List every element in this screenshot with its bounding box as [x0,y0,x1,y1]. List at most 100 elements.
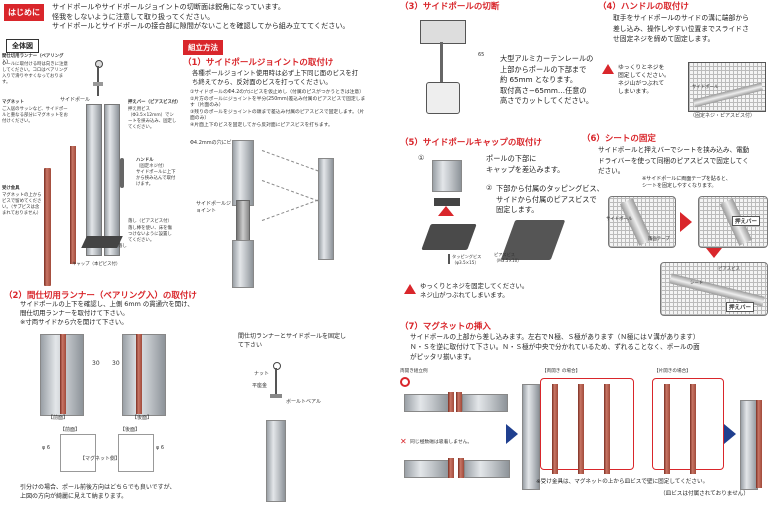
s2-phi-1: φ 6 [42,445,51,451]
s6-note-2: シートを固定しやすくなります。 [642,183,717,189]
s4-note-3: ネジ山がつぶれて [618,81,665,87]
s4-line-2: 差し込み、操作しやすい位置までスライドさ [613,24,749,33]
s2-section-back [118,434,154,472]
overview-side-pole-right [104,104,120,256]
s7-line-2: Ｎ・Ｓを逆に取付けて下さい。Ｎ・Ｓ極が中央で分かれているため、ずれることなく、ポ… [410,343,700,351]
s3-dim: 65 [478,52,485,58]
s4-note-1: ゆっくりとネジを [618,65,665,71]
s7-ok-icon [400,377,410,387]
s2-note: 引分けの場合、ポール前後方向はどちらでも良いですが、 上図の方向が綺麗に見えて納… [20,484,250,501]
s2-phi-2: φ 6 [156,445,165,451]
s7-title: （7）マグネットの挿入 [400,322,491,332]
overview-side-pole-left [86,104,102,256]
s5-step1-no: ① [418,154,425,162]
s4-note-2: 固定してください。 [618,73,670,79]
s1-screw-marks [261,150,352,260]
intro-tag: はじめに [4,4,44,21]
s5-title: （5）サイドポールキャップの取付け [400,138,542,148]
s7-note: ※受け金具は、マグネットの上から皿ビスで壁に固定してください。 [536,479,709,485]
s7-magnet-r1 [664,384,670,474]
s2-front-label-2: 【前面】 [60,427,81,433]
s7-note-2: （皿ビスは付属されておりません） [660,491,749,497]
intro-line-3: サイドポールとサイドポールの接合部に隙間がないことを確認してから組み立ててくださ… [52,21,350,31]
magnet-bar [70,146,76,264]
s3-line-2: 上部からポールの下部まで [500,64,587,74]
s1-lead: 各種ポールジョイント使用時は必ず上下同じ面のビスを打ち終えてから、反対面のビスを… [192,69,359,86]
s5-tap-label: タッピングビス（φ3.5×15） [452,254,482,265]
receiver-bar [44,168,51,286]
intro-line-2: 怪我をしないように注意して取り扱ってください。 [52,11,215,21]
assembly-tag: 組立方法 [183,40,223,55]
s7-arrow-icon [506,424,518,444]
push-bar-label: 押えバー（ピアスビス付） [128,100,181,105]
s1-pole-right [318,158,334,260]
side-pole-label: サイドポール [60,97,91,103]
s6-note-1: ※サイドポールに両面テープを貼ると、 [642,176,731,182]
s6-line-2: ドライバーを使って同梱のピアスビスで固定してく [598,156,749,165]
s7-magnet-l3 [604,384,610,474]
s2-back-label-2: 【後面】 [120,427,141,433]
fall-stop-label: 落し（ピアスビス付） [128,219,172,224]
runner-note: レールに取付ける時は向きに注意してください。コロはベアリング入りで滑りやすくなっ… [2,62,68,85]
s5-note-2: ネジ山がつぶれてしまいます。 [420,291,509,299]
s2-note-1: 引分けの場合、ポール前後方向はどちらでも良いですが、 [20,484,176,491]
s6-diagram-1 [608,196,676,248]
s5-cap-1 [434,198,460,206]
s5-warning-icon [404,284,416,294]
s1-joint-label: サイドポールジョイント [196,201,232,214]
s6-arrow-icon [680,212,692,232]
s5-step2-line2: サイドから付属のピアスビスで [496,194,597,204]
s2-note-2: 上図の方向が綺麗に見えて納まります。 [20,492,128,500]
s2-fix-pole [266,420,286,502]
fall-stop-note: 落し棒を使い、床を傷つけないように設置してください。 [128,226,172,243]
s5-note: ゆっくりとネジを固定してください。 ネジ山がつぶれてしまいます。 [420,282,580,300]
s4-detail-box [688,62,766,112]
s3-title: （3）サイドポールの切断 [400,2,500,12]
s2-line-3: ※寸両サイドから穴を開けて下さい。 [20,318,128,326]
s5-step1: ポールの下部に キャップを差込みます。 [486,154,606,175]
s7-ok-diagram [404,386,508,426]
s6-diagram-3 [660,262,768,316]
s2-front-label: 【前面】 [48,415,69,421]
s7-ng-diagram [404,452,510,492]
s6-text: サイドポールと押えバーでシートを挟み込み、電動 ドライバーを使って同梱のピアスビ… [598,145,768,177]
s6-push-bar-2: 押えバー [726,302,755,312]
s6-title: （6）シートの固定 [582,134,656,144]
s6-note: ※サイドポールに両面テープを貼ると、 シートを固定しやすくなります。 [642,176,768,190]
s2-washer: 平座金 [252,383,268,389]
s5-step2-line1: 下部から付属のタッピングビス、 [496,184,604,193]
s5-note-1: ゆっくりとネジを固定してください。 [420,282,529,290]
s2-line-1: サイドポールの上下を確認し、上側 6mm の貫通穴を開け、 [20,300,194,308]
s4-line-1: 取手をサイドポールのサイドの溝に端部から [613,14,749,22]
s3-rail-diagram [410,14,474,124]
s6-down-arrow-icon [706,248,722,258]
s7-ok-label: 両開き組立例 [400,369,428,374]
push-bar-note: 押え用ビス（Φ3.5×12mm）でシートを挟み込み、固定してください。 [128,107,177,130]
s4-warning-icon [602,64,614,74]
s2-magnet-back [136,334,142,414]
s1-step-4: ④片面上下のビスを固定してから反対面にピアスビスを打ちます。 [190,122,333,128]
s4-note-4: しまいます。 [618,89,653,95]
runner-label: 間仕切用ランナー（ベアリング入） [2,54,64,65]
s3-line-3: 約 65mm となります。 [500,75,578,84]
runner-part [93,60,103,98]
s3-line-1: 大型アルミカーテンレールの [500,54,594,63]
s1-title: （1）サイドポールジョイントの取付け [183,58,334,68]
s7-pole-1 [522,384,540,490]
s6-push-bar: 押えバー [732,216,761,226]
handle-sub: （固定ネジ付） [136,164,167,169]
s4-title: （4）ハンドルの取付け [598,2,689,12]
magnet-note: ご入居のサッシなど、サイドポールと重なる部分にマグネットをお付けください。 [2,107,68,124]
s5-arrow-icon [438,206,454,216]
s5-pierce-label: ピアスビス（M3.5×10） [494,252,522,263]
receiver-label: 受け金具 [2,186,20,191]
s2-section-front [60,434,96,472]
s7-line-3: がピッタリ揃います。 [410,353,476,361]
s3-line-4: 取付高さ−65mm…任意の [500,85,587,95]
s5-step2-no: ② [486,184,493,192]
s4-side-pole: サイドポール [692,85,719,90]
s7-left-frame [540,378,634,470]
s1-upper-pole [232,140,254,206]
overview-cap [81,236,123,248]
s5-tap-screw [448,254,450,264]
